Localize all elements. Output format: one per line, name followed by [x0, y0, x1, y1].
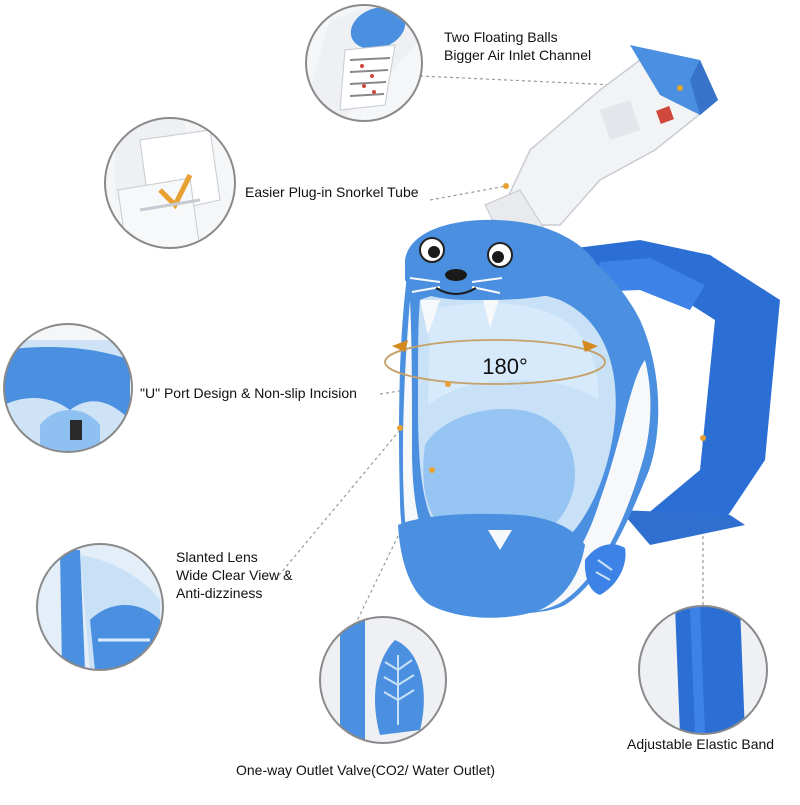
- detail-u-port: [3, 323, 133, 453]
- label-u-port: "U" Port Design & Non-slip Incision: [140, 384, 357, 402]
- detail-outlet-valve: [319, 616, 447, 744]
- dot-u-port: [445, 381, 451, 387]
- dot-valve: [429, 467, 435, 473]
- view-angle-indicator: 180°: [384, 339, 606, 385]
- label-floating-balls: Two Floating Balls Bigger Air Inlet Chan…: [444, 28, 591, 64]
- view-angle-label: 180°: [482, 354, 528, 379]
- label-snorkel-tube: Easier Plug-in Snorkel Tube: [245, 183, 419, 201]
- dot-lens: [397, 425, 403, 431]
- dot-snorkel: [503, 183, 509, 189]
- dot-floating-balls: [677, 85, 683, 91]
- elastic-band: [560, 240, 780, 545]
- label-line: Easier Plug-in Snorkel Tube: [245, 184, 419, 200]
- dot-band: [700, 435, 706, 441]
- label-slanted-lens: Slanted Lens Wide Clear View & Anti-dizz…: [176, 548, 292, 602]
- label-outlet-valve: One-way Outlet Valve(CO2/ Water Outlet): [236, 761, 495, 779]
- detail-elastic-band: [638, 605, 768, 735]
- detail-slanted-lens: [36, 543, 164, 671]
- label-line: Wide Clear View &: [176, 567, 293, 583]
- callout-dots: [397, 85, 706, 473]
- leader-line-lens: [274, 429, 401, 581]
- detail-floating-balls: [305, 4, 423, 122]
- label-elastic-band: Adjustable Elastic Band: [627, 735, 774, 753]
- label-line: Anti-dizziness: [176, 585, 263, 601]
- snorkel-tube: [484, 45, 718, 246]
- label-line: "U" Port Design & Non-slip Incision: [140, 385, 357, 401]
- label-line: Bigger Air Inlet Channel: [444, 47, 592, 63]
- detail-snorkel-plug: [104, 117, 236, 249]
- label-line: One-way Outlet Valve(CO2/ Water Outlet): [236, 762, 496, 778]
- leader-line-snorkel: [429, 185, 507, 201]
- label-line: Two Floating Balls: [444, 29, 558, 45]
- leader-line-valve: [354, 469, 431, 626]
- label-line: Adjustable Elastic Band: [627, 736, 775, 752]
- label-line: Slanted Lens: [176, 549, 258, 565]
